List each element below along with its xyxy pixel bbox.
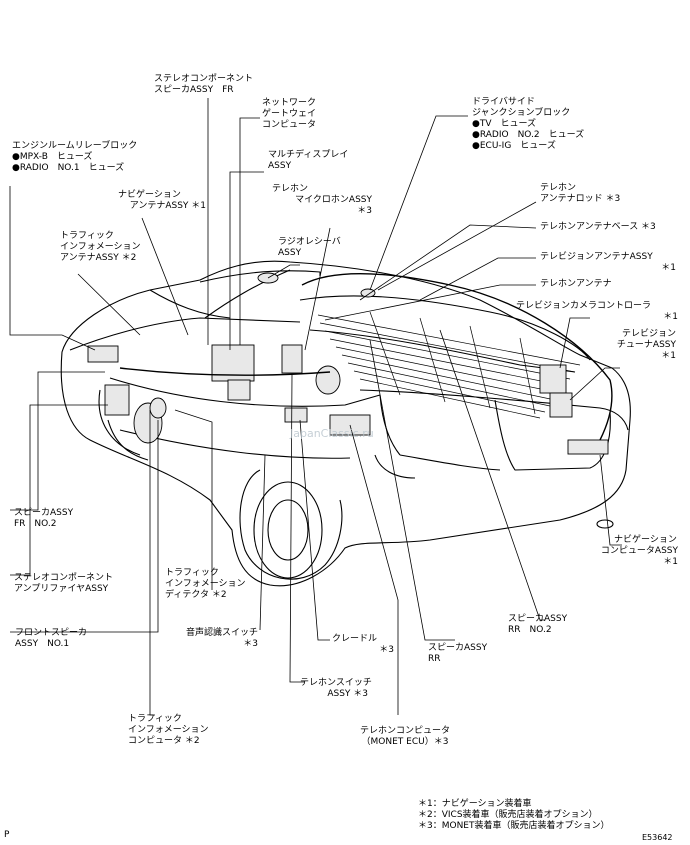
label-line: テレホン [272, 184, 309, 194]
label-line: アンプリファイヤASSY [14, 584, 109, 594]
label-traffic-info-detector: トラフィック インフォメーション ディテクタ ＊2 [165, 568, 246, 601]
label-line: ●RADIO NO.2 ヒューズ [472, 130, 585, 140]
label-line: テレビジョンカメラコントローラ [516, 301, 652, 311]
label-stereo-amplifier: ステレオコンポーネント アンプリファイヤASSY [14, 573, 113, 595]
label-line: ●RADIO NO.1 ヒューズ [12, 163, 125, 173]
label-line: インフォメーション [60, 242, 141, 252]
label-tv-antenna: テレビジョンアンテナASSY ＊1 [520, 252, 676, 274]
label-line: ナビゲーション [614, 535, 677, 545]
label-line: ネットワーク [262, 98, 317, 108]
label-line: RR NO.2 [508, 625, 552, 635]
label-line: ステレオコンポーネント [154, 74, 254, 84]
label-line: トラフィック [60, 231, 114, 241]
footnote-2: ＊2：VICS装着車（販売店装着オプション） [418, 810, 598, 820]
figure-code: E53642 [642, 833, 673, 842]
label-line: ジャンクションブロック [472, 108, 571, 118]
label-line: ディテクタ ＊2 [165, 590, 227, 600]
label-line: 音声認識スイッチ [185, 628, 258, 638]
label-line: トラフィック [165, 568, 219, 578]
footnotes: ＊1：ナビゲーション装着車 ＊2：VICS装着車（販売店装着オプション） ＊3：… [418, 799, 610, 832]
label-line: ASSY [268, 161, 292, 171]
label-line: ＊1 [663, 312, 678, 322]
label-phone-switch: テレホンスイッチ ASSY ＊3 [300, 678, 372, 700]
label-line: スピーカASSY FR [154, 85, 234, 95]
label-line: インフォメーション [128, 725, 209, 735]
label-line: ●ECU-IG ヒューズ [472, 141, 556, 151]
label-network-gateway: ネットワーク ゲートウェイ コンピュータ [262, 98, 316, 131]
label-line: FR NO.2 [14, 519, 57, 529]
label-nav-computer: ナビゲーション コンピュータASSY ＊1 [590, 535, 678, 568]
label-line: ＊1 [663, 557, 678, 567]
label-speaker-rr-no2: スピーカASSY RR NO.2 [508, 614, 567, 636]
label-phone-antenna: テレホンアンテナ [540, 279, 612, 290]
label-line: マイクロホンASSY [295, 195, 372, 205]
label-line: ＊3 [357, 206, 372, 216]
label-front-speaker-no1: フロントスピーカ ASSY NO.1 [15, 628, 87, 650]
label-line: コンピュータASSY [600, 546, 678, 556]
label-line: テレホンコンピュータ [359, 726, 450, 736]
label-line: ●MPX-B ヒューズ [12, 152, 93, 162]
label-line: トラフィック [128, 714, 182, 724]
watermark-text: JapanClassic.ru [290, 427, 374, 440]
label-phone-microphone: テレホン マイクロホンASSY ＊3 [272, 184, 372, 217]
label-line: RR [428, 654, 441, 664]
label-line: テレビジョン [621, 329, 676, 339]
label-tv-camera-controller: テレビジョンカメラコントローラ ＊1 [510, 301, 678, 323]
label-line: ステレオコンポーネント [14, 573, 114, 583]
label-line: ＊1 [661, 263, 676, 273]
label-line: テレホンアンテナベース ＊3 [540, 222, 656, 232]
label-line: コンピュータ [262, 120, 317, 130]
label-line: （MONET ECU）＊3 [361, 737, 449, 747]
label-line: ＊3 [243, 639, 258, 649]
label-driver-side-junction-block: ドライバサイド ジャンクションブロック ●TV ヒューズ ●RADIO NO.2… [472, 97, 584, 152]
label-engine-room-relay-block: エンジンルームリレーブロック ●MPX-B ヒューズ ●RADIO NO.1 ヒ… [12, 141, 137, 174]
label-cradle: クレードル ＊3 [332, 634, 394, 656]
label-line: ASSY [278, 248, 302, 258]
label-phone-computer: テレホンコンピュータ （MONET ECU）＊3 [350, 726, 460, 748]
label-line: フロントスピーカ [15, 628, 88, 638]
label-tv-tuner: テレビジョン チューナASSY ＊1 [600, 329, 676, 362]
label-line: スピーカASSY [508, 614, 568, 624]
label-line: ＊3 [379, 645, 394, 655]
label-line: ゲートウェイ [262, 109, 317, 119]
label-line: アンテナASSY ＊2 [60, 253, 137, 263]
label-line: クレードル [332, 634, 378, 644]
label-line: チューナASSY [616, 340, 676, 350]
label-line: ラジオレシーバ [278, 237, 341, 247]
label-line: アンテナASSY ＊1 [129, 201, 206, 211]
footnote-1: ＊1：ナビゲーション装着車 [418, 799, 532, 809]
label-line: マルチディスプレイ [268, 150, 349, 160]
label-line: エンジンルームリレーブロック [12, 141, 138, 151]
label-stereo-speaker-fr: ステレオコンポーネント スピーカASSY FR [154, 74, 253, 96]
label-speaker-fr-no2: スピーカASSY FR NO.2 [14, 508, 73, 530]
label-radio-receiver: ラジオレシーバ ASSY [278, 237, 341, 259]
label-line: スピーカASSY [14, 508, 74, 518]
label-line: ASSY NO.1 [15, 639, 70, 649]
label-line: ナビゲーション [118, 190, 181, 200]
label-line: テレホン [540, 183, 577, 193]
corner-mark-left: P [4, 830, 10, 840]
label-traffic-info-antenna: トラフィック インフォメーション アンテナASSY ＊2 [60, 231, 141, 264]
footnote-3: ＊3：MONET装着車（販売店装着オプション） [418, 821, 610, 831]
label-line: テレホンスイッチ [300, 678, 372, 688]
label-voice-recognition-switch: 音声認識スイッチ ＊3 [170, 628, 258, 650]
label-line: ●TV ヒューズ [472, 119, 537, 129]
label-phone-antenna-rod: テレホン アンテナロッド ＊3 [540, 183, 620, 205]
label-line: ＊1 [661, 351, 676, 361]
label-nav-antenna: ナビゲーション アンテナASSY ＊1 [112, 190, 206, 212]
label-line: アンテナロッド ＊3 [540, 194, 621, 204]
label-line: インフォメーション [165, 579, 246, 589]
label-traffic-info-computer: トラフィック インフォメーション コンピュータ ＊2 [128, 714, 209, 747]
label-multi-display: マルチディスプレイ ASSY [268, 150, 348, 172]
label-line: テレビジョンアンテナASSY [540, 252, 653, 262]
label-line: ドライバサイド [472, 97, 535, 107]
label-phone-antenna-base: テレホンアンテナベース ＊3 [540, 222, 656, 233]
label-line: テレホンアンテナ [540, 279, 612, 289]
label-line: スピーカASSY [428, 643, 488, 653]
label-speaker-rr: スピーカASSY RR [428, 643, 487, 665]
label-line: ASSY ＊3 [327, 689, 368, 699]
label-line: コンピュータ ＊2 [128, 736, 200, 746]
